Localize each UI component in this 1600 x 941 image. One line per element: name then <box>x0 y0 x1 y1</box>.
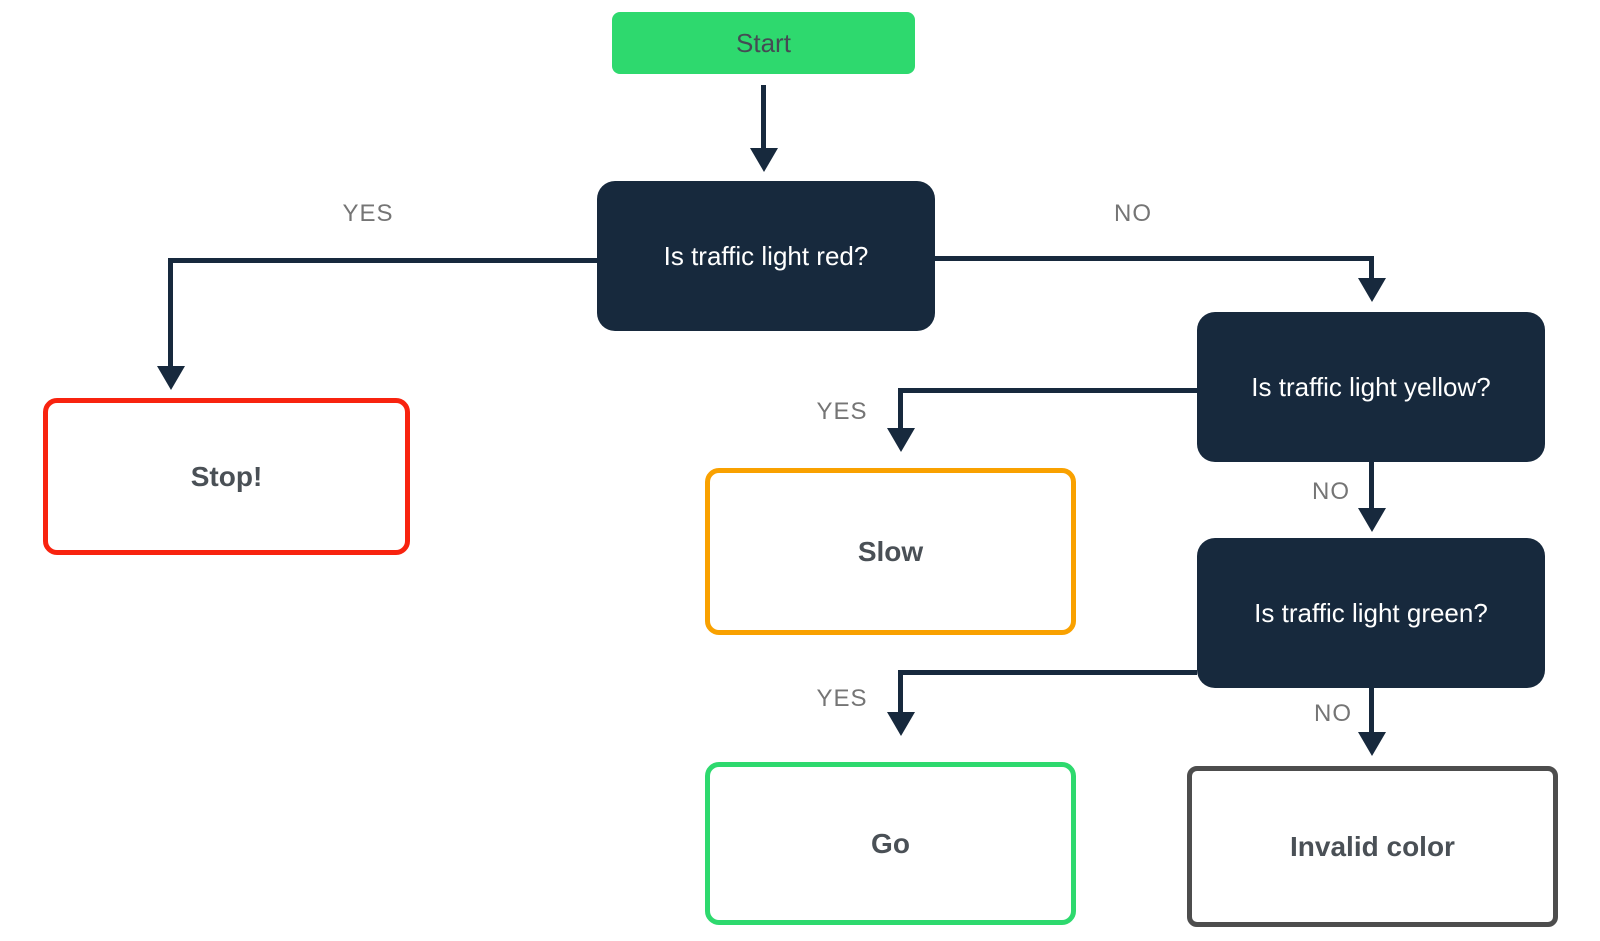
line-segment <box>1369 256 1374 280</box>
line-segment <box>898 670 1197 675</box>
node-go: Go <box>705 762 1076 925</box>
node-stop: Stop! <box>43 398 410 555</box>
arrowhead-down-icon <box>887 712 915 736</box>
node-start: Start <box>612 12 915 74</box>
arrowhead-down-icon <box>1358 732 1386 756</box>
node-question-green: Is traffic light green? <box>1197 538 1545 688</box>
line-segment <box>168 258 173 368</box>
arrowhead-down-icon <box>887 428 915 452</box>
node-slow: Slow <box>705 468 1076 635</box>
edge-label-no: NO <box>1312 478 1350 505</box>
edge-label-yes: YES <box>342 200 394 227</box>
line-segment <box>935 256 1374 261</box>
edge-label-yes: YES <box>816 685 868 712</box>
line-segment <box>898 388 1197 393</box>
line-segment <box>1369 462 1374 510</box>
line-segment <box>761 85 766 150</box>
arrowhead-down-icon <box>750 148 778 172</box>
node-question-yellow: Is traffic light yellow? <box>1197 312 1545 462</box>
arrowhead-down-icon <box>157 366 185 390</box>
arrowhead-down-icon <box>1358 508 1386 532</box>
line-segment <box>898 670 903 714</box>
line-segment <box>168 258 597 263</box>
edge-label-yes: YES <box>816 398 868 425</box>
line-segment <box>1369 688 1374 734</box>
line-segment <box>898 388 903 430</box>
node-invalid: Invalid color <box>1187 766 1558 927</box>
edge-label-no: NO <box>1114 200 1152 227</box>
arrowhead-down-icon <box>1358 278 1386 302</box>
edge-label-no: NO <box>1314 700 1352 727</box>
node-question-red: Is traffic light red? <box>597 181 935 331</box>
